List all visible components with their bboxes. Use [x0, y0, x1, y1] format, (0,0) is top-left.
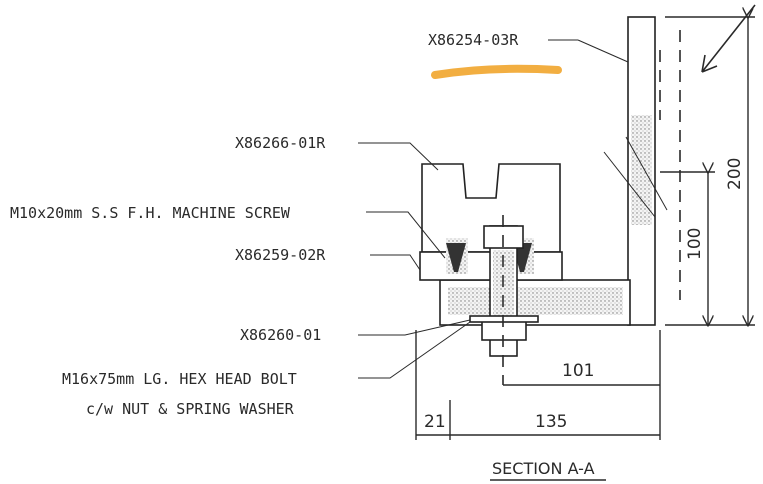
screw-head-left: [446, 243, 466, 272]
highlight-stroke: [431, 64, 562, 79]
dim-100: 100: [685, 228, 705, 260]
section-title: SECTION A-A: [492, 459, 595, 478]
label-top-part: X86254-03R: [428, 31, 519, 49]
post-infill: [631, 115, 652, 225]
direction-arrow: [701, 4, 756, 73]
dim-200: 200: [725, 158, 745, 190]
bolt-bottom-nut: [481, 319, 527, 341]
plate-infill: [448, 287, 623, 315]
dim-101: 101: [562, 361, 594, 381]
label-plate: X86259-02R: [235, 246, 326, 264]
dim-21: 21: [424, 412, 446, 432]
label-bolt-line2: c/w NUT & SPRING WASHER: [86, 400, 295, 418]
bolt-washer: [469, 315, 539, 323]
label-washer-part: X86260-01: [240, 326, 321, 344]
label-bolt-line1: M16x75mm LG. HEX HEAD BOLT: [62, 370, 297, 388]
label-block: X86266-01R: [235, 134, 326, 152]
post-diagonal: [625, 136, 668, 211]
label-screw: M10x20mm S.S F.H. MACHINE SCREW: [10, 204, 291, 222]
post-diagonal-2: [603, 151, 656, 218]
dim-135: 135: [535, 412, 567, 432]
